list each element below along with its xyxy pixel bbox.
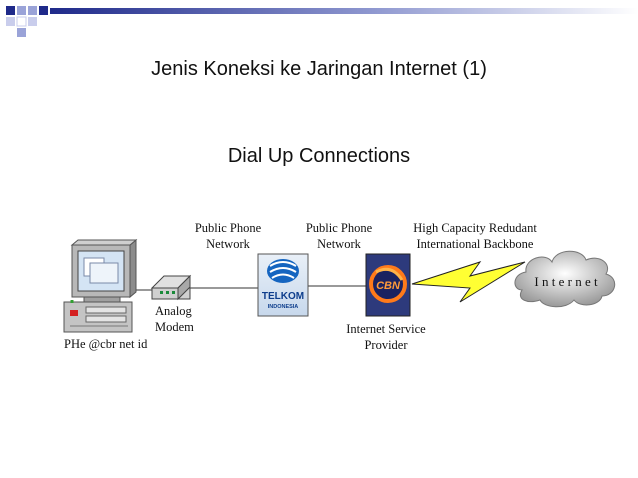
decor-square bbox=[6, 17, 15, 26]
internet-cloud-icon: I n t e r n e t bbox=[514, 250, 616, 308]
isp-logo: CBN bbox=[365, 253, 411, 317]
backbone-label-line2: International Backbone bbox=[417, 237, 534, 251]
computer-icon bbox=[63, 238, 138, 333]
decor-square bbox=[28, 17, 37, 26]
pstn2-label-line1: Public Phone bbox=[306, 221, 373, 235]
slide-title: Jenis Koneksi ke Jaringan Internet (1) bbox=[151, 58, 487, 80]
decor-square bbox=[17, 6, 26, 15]
decor-square bbox=[28, 6, 37, 15]
telkom-logo: TELKOM INDONESIA bbox=[257, 253, 309, 317]
decor-square bbox=[6, 6, 15, 15]
telkom-logo-text: TELKOM bbox=[262, 291, 304, 302]
decor-square bbox=[39, 6, 48, 15]
isp-label-line2: Provider bbox=[364, 338, 408, 352]
modem-label-line2: Modem bbox=[155, 320, 194, 334]
decor-square bbox=[17, 28, 26, 37]
pstn2-label-line2: Network bbox=[317, 237, 361, 251]
slide-subtitle: Dial Up Connections bbox=[227, 145, 411, 167]
isp-logo-text: CBN bbox=[376, 280, 401, 292]
backbone-label-line1: High Capacity Redudant bbox=[413, 221, 537, 235]
pstn1-label-line2: Network bbox=[206, 237, 250, 251]
header-decoration bbox=[6, 6, 638, 37]
pstn1-label-line1: Public Phone bbox=[195, 221, 262, 235]
modem-label-line1: Analog bbox=[155, 304, 193, 318]
telkom-logo-subtext: INDONESIA bbox=[268, 304, 299, 310]
dialup-diagram: TELKOM INDONESIA CBN I n t e r n e t Pub… bbox=[63, 221, 616, 352]
header-gradient-bar bbox=[50, 8, 638, 14]
modem-icon bbox=[150, 274, 192, 301]
internet-label: I n t e r n e t bbox=[534, 274, 598, 289]
isp-label-line1: Internet Service bbox=[346, 322, 426, 336]
decor-square bbox=[16, 16, 27, 27]
user-email-label: PHe @cbr net id bbox=[64, 337, 148, 351]
lightning-bolt-icon bbox=[411, 261, 526, 303]
